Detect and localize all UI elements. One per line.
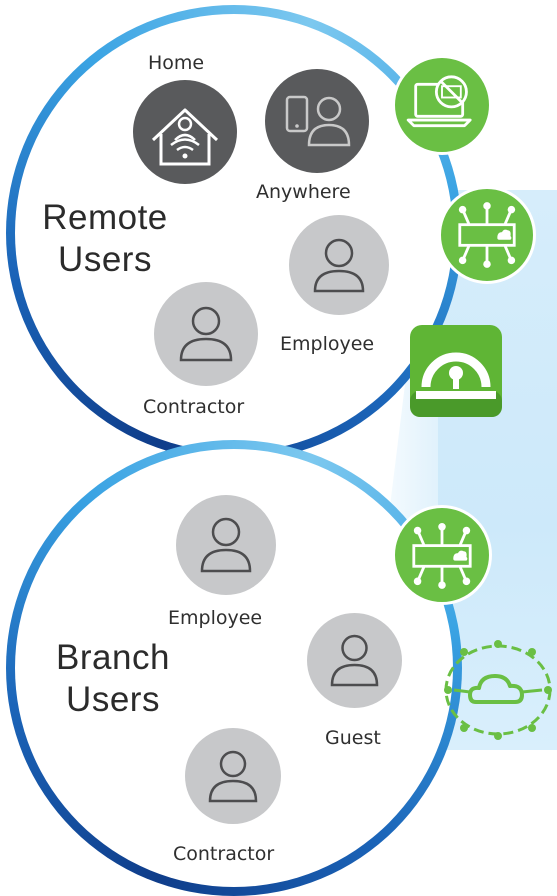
secure-lock-icon	[410, 325, 502, 417]
guest-label: Guest	[325, 727, 381, 749]
home-wifi-icon	[133, 80, 237, 184]
anywhere-label: Anywhere	[256, 181, 351, 203]
branch-contractor-label: Contractor	[173, 843, 275, 865]
person-icon	[154, 282, 258, 386]
remote-users-title: Remote Users	[30, 197, 180, 281]
remote-users-circle-inner	[15, 14, 453, 452]
person-icon	[289, 215, 389, 315]
remote-title-line1: Remote	[42, 198, 168, 237]
remote-title-line2: Users	[58, 240, 152, 279]
remote-contractor-label: Contractor	[143, 396, 245, 418]
branch-users-title: Branch Users	[38, 637, 188, 721]
sdwan-edge-icon	[392, 505, 492, 605]
person-icon	[307, 613, 402, 708]
branch-title-line1: Branch	[56, 638, 170, 677]
remote-employee-label: Employee	[280, 333, 375, 355]
person-icon	[185, 728, 281, 824]
person-icon	[176, 495, 276, 595]
laptop-blocked-icon	[392, 55, 492, 155]
mobile-user-icon	[265, 69, 369, 173]
cloud-network-icon	[440, 640, 557, 740]
remote-users-circle	[6, 5, 462, 461]
branch-title-line2: Users	[66, 680, 160, 719]
home-label: Home	[148, 52, 205, 74]
branch-employee-label: Employee	[168, 607, 263, 629]
sdwan-edge-icon	[438, 186, 536, 284]
